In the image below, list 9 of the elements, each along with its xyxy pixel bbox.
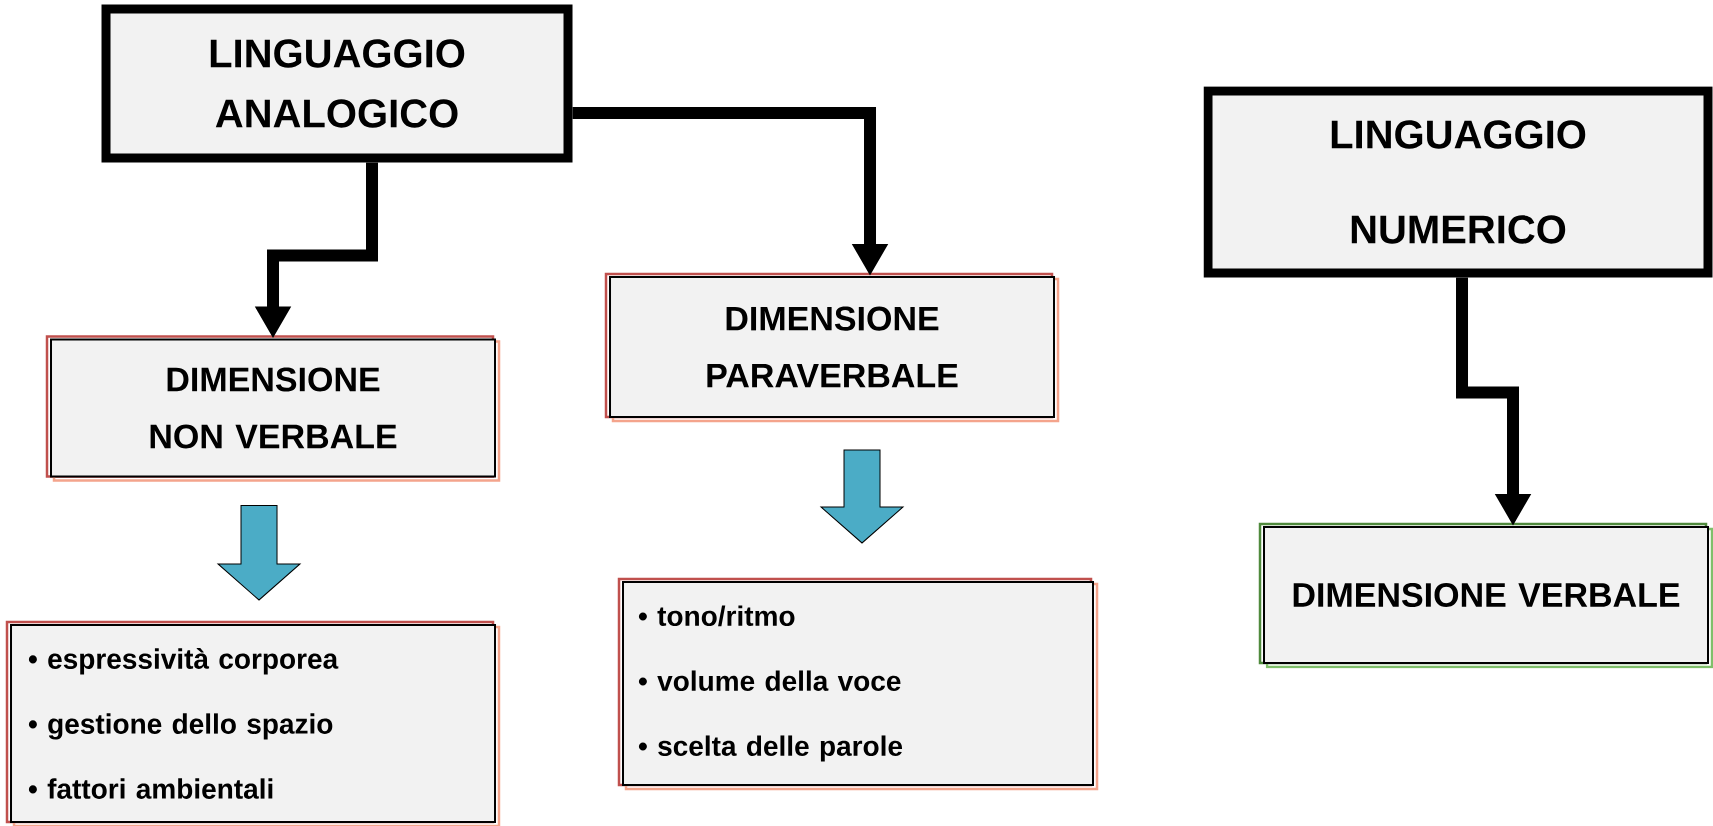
- bullet-list-box: • tono/ritmo • volume della voce • scelta delle parole: [617, 577, 1099, 791]
- dimension-box: DIMENSIONE VERBALE: [1258, 522, 1713, 669]
- dimension-box: DIMENSIONE NON VERBALE: [45, 335, 501, 482]
- bullet-list-box: • espressività corporea • gestione dello spazio • fattori ambientali: [5, 620, 501, 826]
- dimension-box: DIMENSIONE PARAVERBALE: [604, 272, 1060, 423]
- block-arrow: [820, 449, 904, 544]
- concept-box: LINGUAGGIO ANALOGICO: [101, 4, 573, 163]
- concept-box: LINGUAGGIO NUMERICO: [1203, 86, 1713, 278]
- block-arrow: [217, 505, 301, 601]
